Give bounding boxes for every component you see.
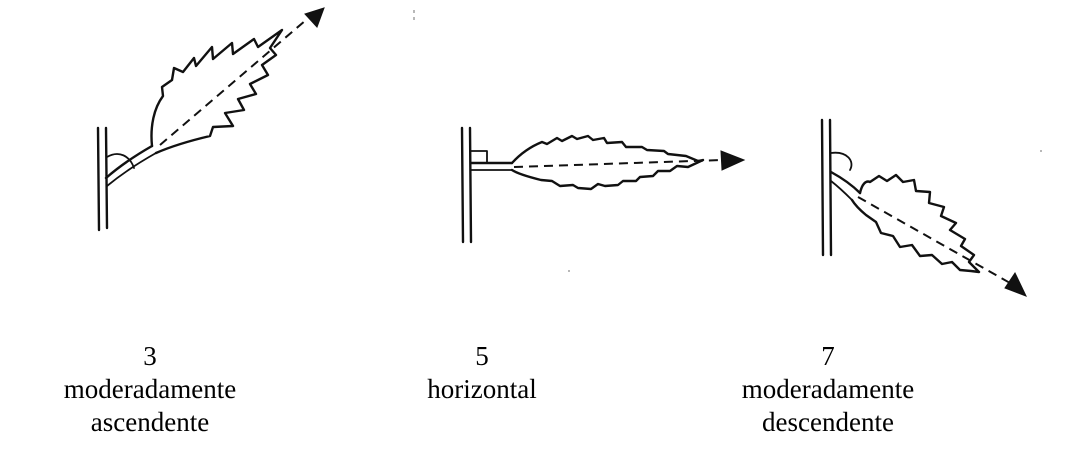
arrowhead-horizontal — [721, 151, 744, 170]
caption-code-3: 3 — [45, 340, 255, 373]
petiole-ascending — [106, 146, 152, 178]
arrowhead-descending — [1005, 273, 1026, 296]
caption-line-moderadamente: moderadamente — [45, 373, 255, 406]
caption-code-5: 5 — [377, 340, 587, 373]
caption-line-moderadamente-2: moderadamente — [723, 373, 933, 406]
leaf-blade-horizontal — [512, 136, 703, 189]
leaf-diagram-horizontal — [462, 128, 744, 242]
petiole-descending — [831, 172, 860, 193]
leaf-blade-descending — [852, 175, 979, 272]
scan-specks — [413, 10, 1042, 272]
caption-line-ascendente: ascendente — [45, 406, 255, 439]
leaf-diagram-ascending — [98, 8, 324, 230]
caption-line-descendente: descendente — [723, 406, 933, 439]
leaf-diagram-descending — [822, 120, 1026, 296]
angle-arc-descending — [831, 153, 851, 170]
caption-ascending: 3 moderadamente ascendente — [45, 340, 255, 439]
angle-marker-horizontal — [471, 151, 487, 162]
arrowhead-ascending — [305, 8, 324, 27]
caption-line-horizontal: horizontal — [377, 373, 587, 406]
stem-horizontal — [462, 128, 471, 242]
midrib-dashed-descending — [858, 197, 1010, 283]
caption-horizontal: 5 horizontal — [377, 340, 587, 406]
caption-descending: 7 moderadamente descendente — [723, 340, 933, 439]
stem-descending — [822, 120, 831, 255]
caption-code-7: 7 — [723, 340, 933, 373]
